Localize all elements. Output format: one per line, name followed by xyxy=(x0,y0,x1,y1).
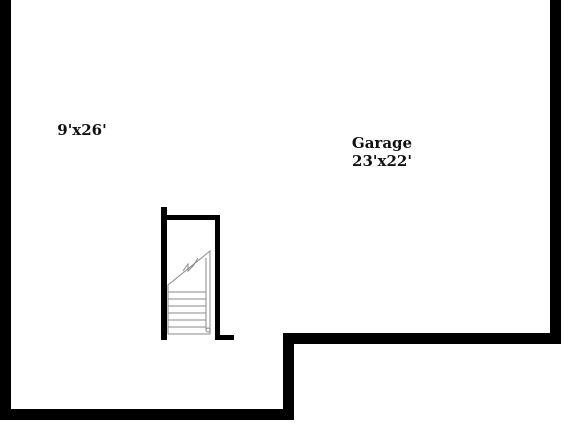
stair-wall-top xyxy=(161,215,220,220)
stair-wall-stub xyxy=(215,335,234,340)
exterior-walls xyxy=(0,0,561,420)
stair-wall-left xyxy=(161,207,167,340)
stair-end-marker xyxy=(205,327,211,333)
wall-jog-vertical xyxy=(283,333,294,420)
room-dimensions-garage: 23'x22' xyxy=(352,152,412,170)
room-label-left: 9'x26' xyxy=(44,121,120,139)
wall-bottom-left xyxy=(0,409,294,420)
stair-arrow xyxy=(182,257,199,273)
room-label-garage: Garage 23'x22' xyxy=(322,134,442,170)
stair-outline xyxy=(167,249,211,335)
stair-wall-right xyxy=(215,215,220,340)
room-name-garage: Garage xyxy=(351,134,413,152)
wall-left xyxy=(0,0,11,420)
wall-right xyxy=(550,0,561,344)
room-dimensions-left: 9'x26' xyxy=(57,121,107,139)
stairs xyxy=(167,249,211,335)
wall-garage-bottom xyxy=(283,333,561,344)
stairwell-walls xyxy=(161,207,234,340)
